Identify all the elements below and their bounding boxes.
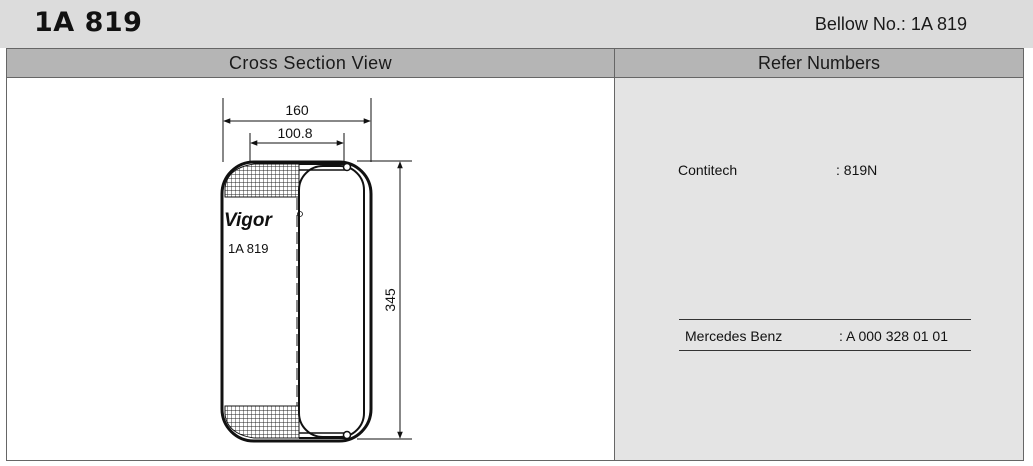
page-title: 1A 819 xyxy=(34,7,143,38)
refer-brand: Mercedes Benz xyxy=(685,328,783,344)
dimension-outer-width-label: 160 xyxy=(285,102,309,118)
bottom-bolt-hole xyxy=(342,430,352,440)
part-label: 1A 819 xyxy=(228,241,269,256)
refer-number: : A 000 328 01 01 xyxy=(839,328,948,344)
divider-bottom xyxy=(679,350,971,351)
spec-table: Cross Section View Refer Numbers xyxy=(6,48,1024,461)
refer-brand: Contitech xyxy=(678,162,738,178)
divider-top xyxy=(679,319,971,320)
cross-section-drawing: 160 100.8 345 Vigor xyxy=(220,98,412,443)
bellow-number: Bellow No.: 1A 819 xyxy=(814,14,967,34)
top-bolt-hole xyxy=(342,162,352,172)
refer-numbers-pane: Contitech : 819N Mercedes Benz : A 000 3… xyxy=(615,78,1023,460)
header-bar: 1A 819 Bellow No.: 1A 819 xyxy=(0,0,1033,48)
cross-section-pane: 160 100.8 345 Vigor xyxy=(7,78,615,460)
lower-bead-hatch xyxy=(224,405,300,439)
upper-bead-hatch xyxy=(224,163,300,198)
dimension-inner-width-label: 100.8 xyxy=(277,125,312,141)
vigor-logo: Vigor xyxy=(224,210,273,231)
refer-number: : 819N xyxy=(836,162,878,178)
dimension-height-label: 345 xyxy=(382,288,398,312)
registered-mark-icon xyxy=(297,211,303,217)
cross-section-header: Cross Section View xyxy=(7,49,615,78)
refer-numbers-header: Refer Numbers xyxy=(615,49,1023,78)
